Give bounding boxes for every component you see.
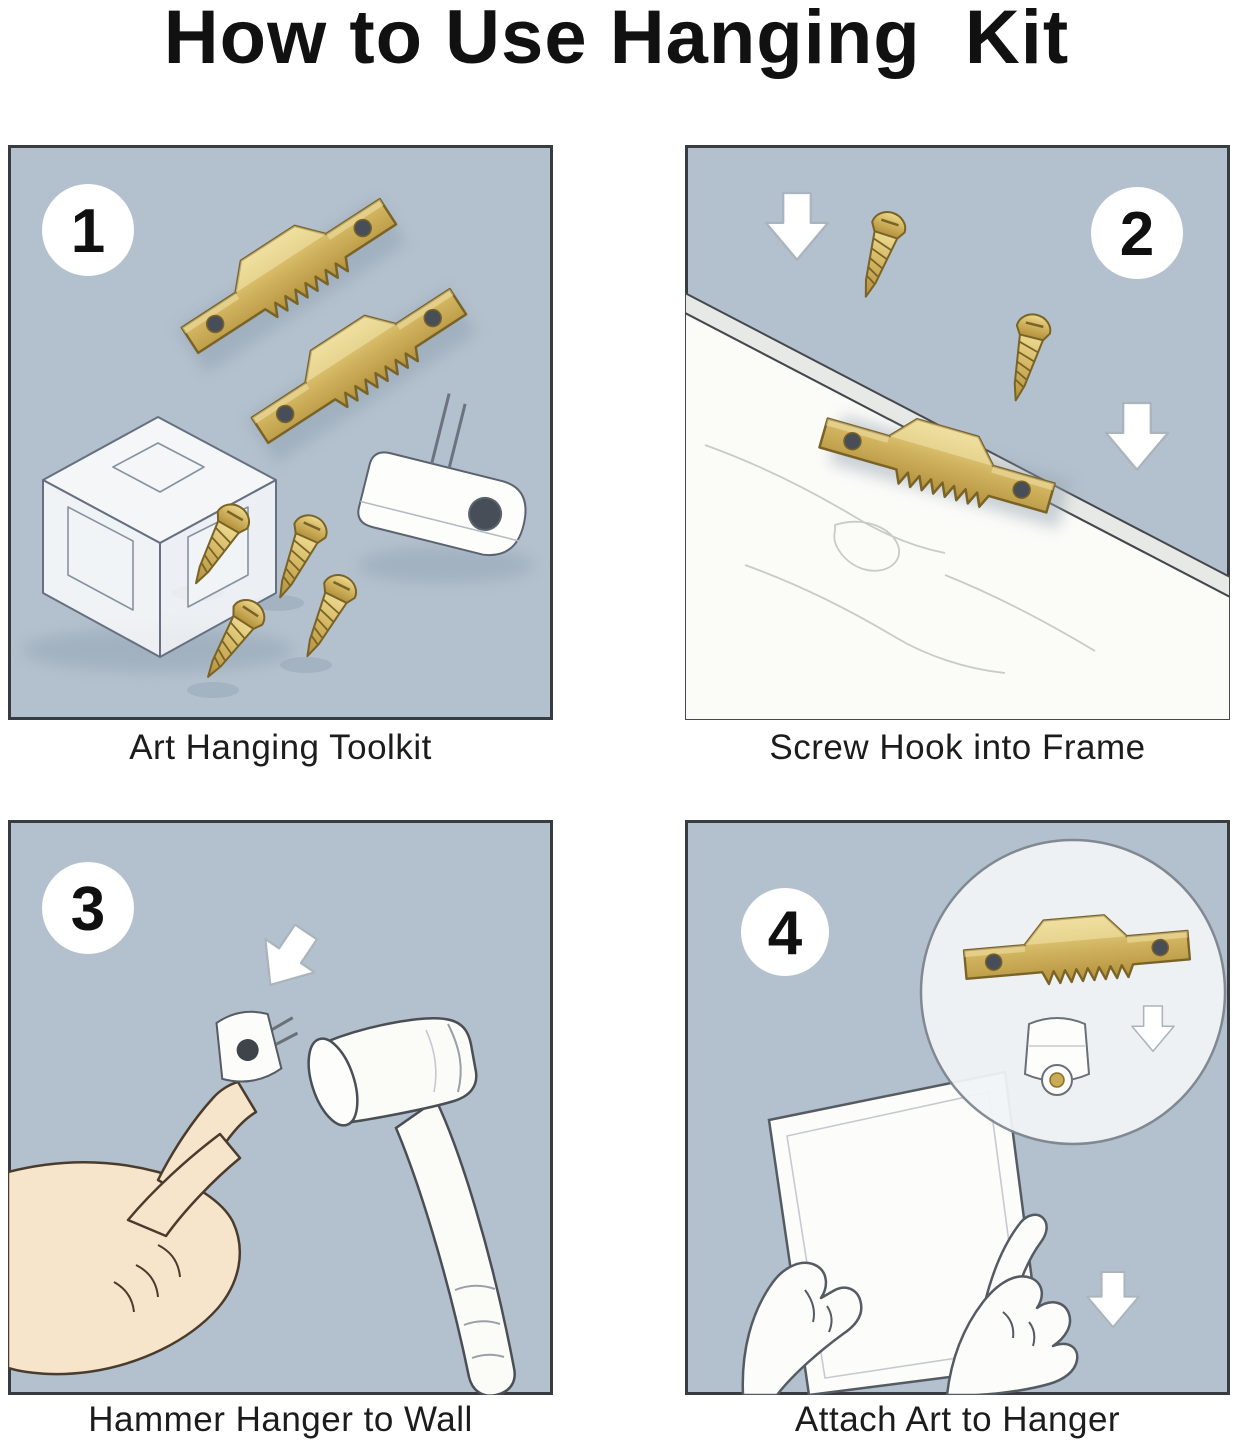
step-2-illustration: 2 <box>685 145 1230 720</box>
step-2-caption: Screw Hook into Frame <box>769 728 1146 767</box>
right-hand <box>945 1275 1079 1395</box>
screw-shadow <box>187 682 239 698</box>
step-number: 3 <box>71 875 105 944</box>
wall-hook <box>357 393 527 557</box>
step-3-illustration: 3 <box>8 820 553 1395</box>
step-number-badge: 1 <box>42 184 134 276</box>
wood-grain <box>704 444 1096 674</box>
right-thumb <box>983 1213 1048 1306</box>
step-number: 4 <box>768 899 803 968</box>
step-number-badge: 4 <box>741 888 829 976</box>
wall-hook <box>215 1010 299 1083</box>
step-number-badge: 3 <box>42 862 134 954</box>
step-1-illustration: 1 <box>8 145 553 720</box>
screw-shadow <box>280 657 332 673</box>
hook-pins <box>430 393 467 469</box>
step-number: 1 <box>71 197 105 266</box>
step-number: 2 <box>1120 200 1154 269</box>
step-4-caption: Attach Art to Hanger <box>794 1400 1121 1439</box>
step-1-panel: 1 <box>8 145 553 720</box>
step-4-illustration: 4 <box>685 820 1230 1395</box>
left-hand <box>741 1261 863 1395</box>
hammer-face <box>307 1037 359 1127</box>
step-4-panel: 4 <box>685 820 1230 1395</box>
hook-shadow <box>358 547 534 583</box>
hammer-head <box>324 1017 478 1125</box>
zoom-circle <box>919 838 1227 1146</box>
wall-hook <box>1023 1017 1091 1096</box>
page-title: How to Use Hanging Kit <box>163 0 1070 80</box>
thumb <box>126 1132 242 1238</box>
hands <box>741 1213 1079 1395</box>
step-number-badge: 2 <box>1091 187 1183 279</box>
step-3-caption: Hammer Hanger to Wall <box>88 1400 473 1439</box>
step-3-panel: 3 <box>8 820 553 1395</box>
hand <box>8 1080 258 1376</box>
hammer <box>307 1017 516 1395</box>
step-2-panel: 2 <box>685 145 1230 720</box>
step-1-caption: Art Hanging Toolkit <box>129 728 432 767</box>
